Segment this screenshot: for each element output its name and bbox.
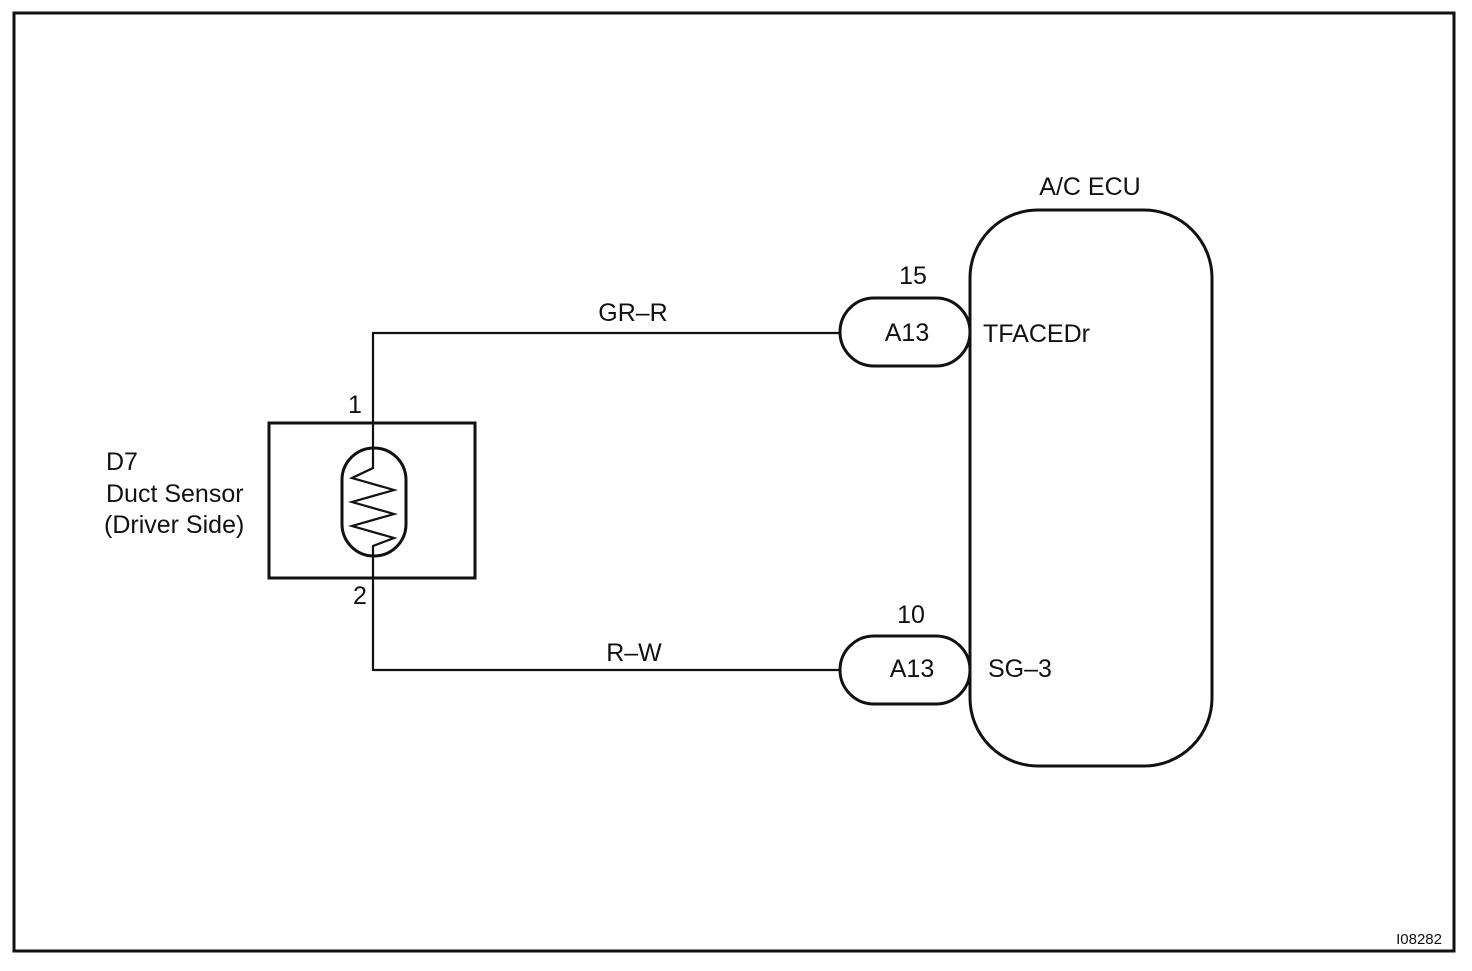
ecu-body <box>968 208 1214 768</box>
ecu-signal-bottom: SG–3 <box>988 655 1052 683</box>
diagram-frame <box>12 11 1456 953</box>
sensor-side: (Driver Side) <box>104 511 244 539</box>
connector-top-pin: 15 <box>899 262 927 290</box>
figure-code: I08282 <box>1396 931 1442 948</box>
connector-top-label: A13 <box>885 319 929 347</box>
sensor-name: Duct Sensor <box>106 480 244 508</box>
sensor-pin-1: 1 <box>348 391 362 419</box>
sensor-pin-2: 2 <box>353 582 367 610</box>
wire-bottom-color: R–W <box>606 639 662 667</box>
thermistor-icon <box>347 448 399 556</box>
ecu-signal-top: TFACEDr <box>983 320 1090 348</box>
wire-bottom <box>371 556 840 672</box>
connector-bottom-pin: 10 <box>897 601 925 629</box>
wire-top-color: GR–R <box>598 299 667 327</box>
sensor-id: D7 <box>106 448 138 476</box>
sensor-housing <box>267 421 477 580</box>
wire-top <box>371 331 840 448</box>
connector-bottom-label: A13 <box>890 655 934 683</box>
ecu-title: A/C ECU <box>1039 173 1140 201</box>
